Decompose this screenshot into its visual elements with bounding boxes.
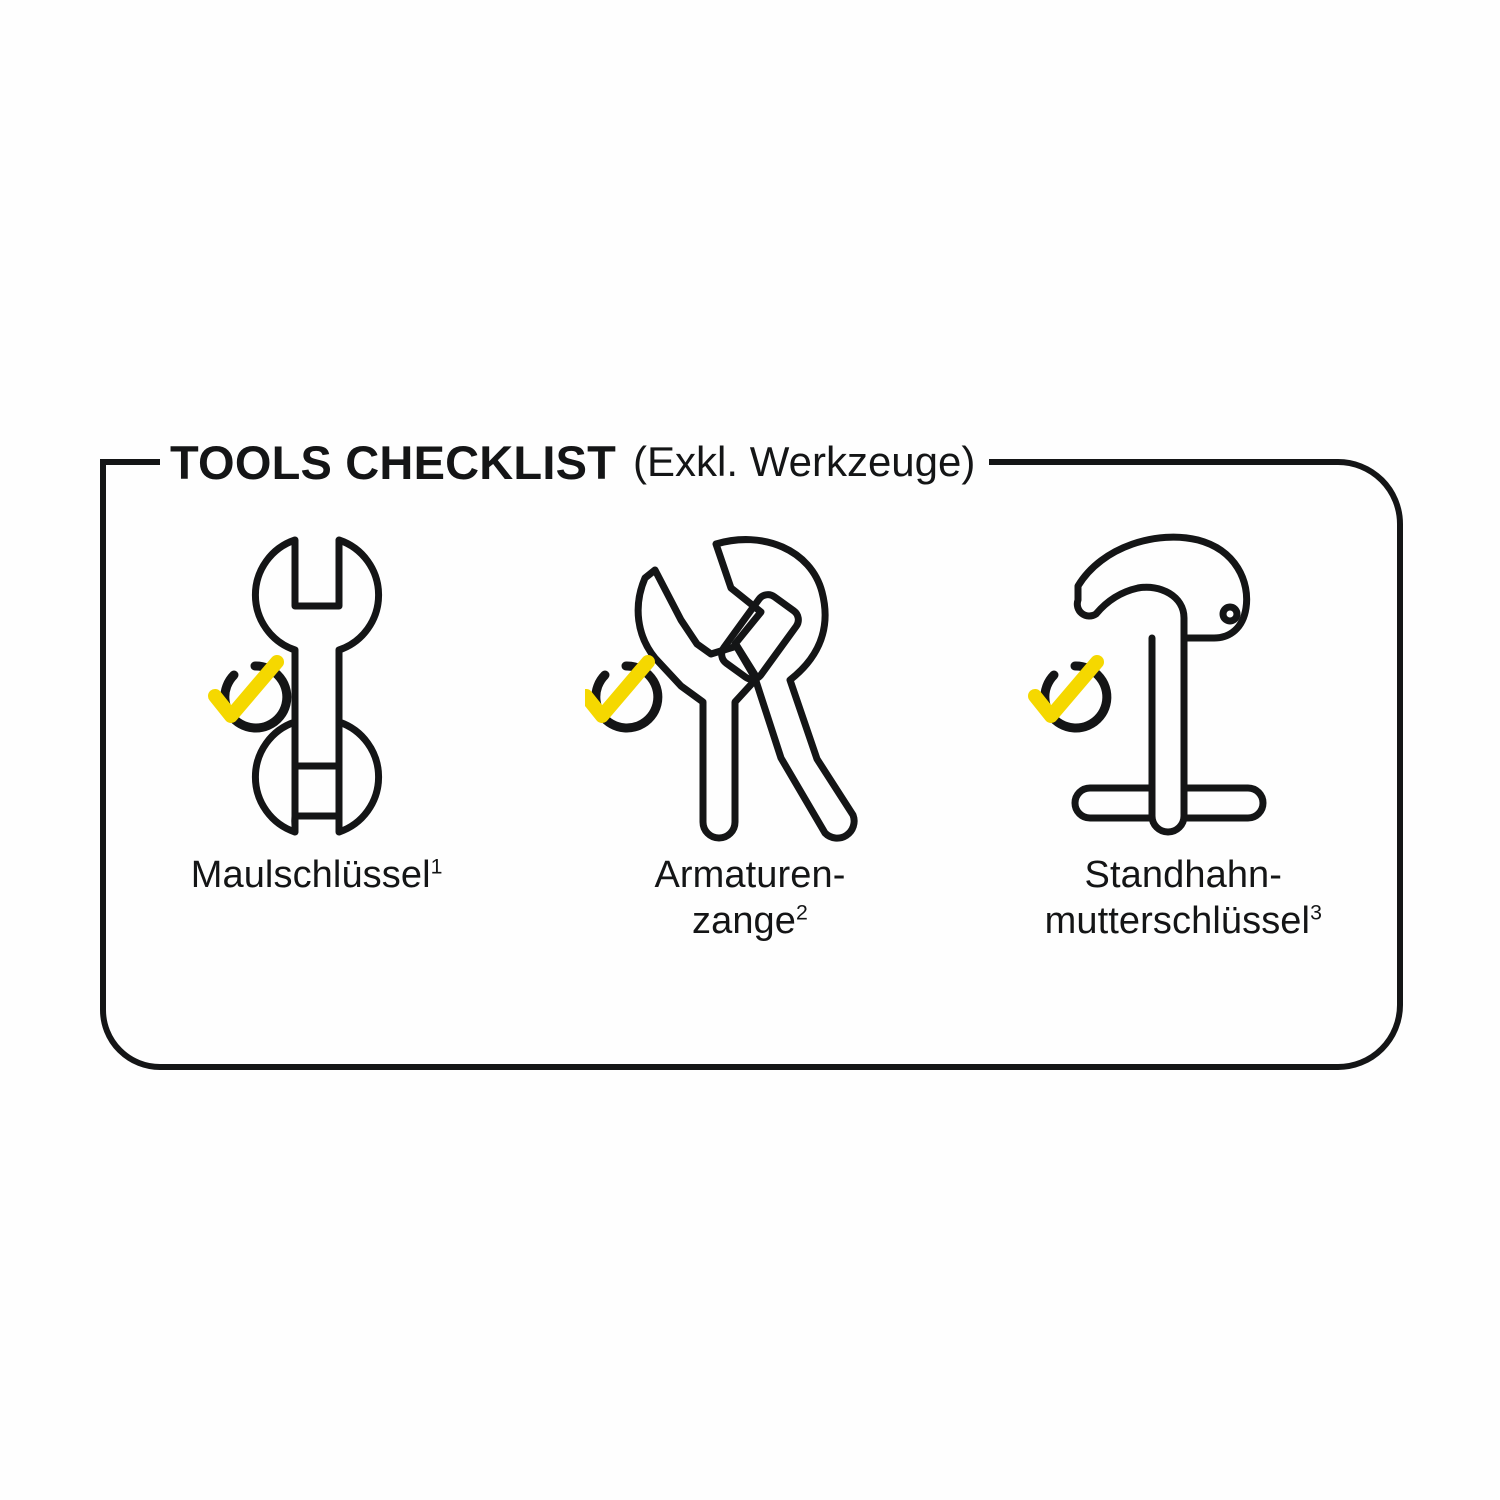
tool-footnote-marker: 3 — [1310, 900, 1323, 925]
tool-label-line1: Standhahn- — [1084, 854, 1283, 896]
open-end-wrench-bottom-icon — [251, 708, 382, 836]
panel-frame — [100, 459, 1403, 1070]
tool-artwork — [1018, 526, 1348, 846]
tool-footnote-marker: 2 — [796, 900, 808, 925]
panel-subtitle: (Exkl. Werkzeuge) — [633, 438, 976, 485]
basin-wrench-icon — [1071, 533, 1267, 836]
check-circle-icon[interactable] — [584, 526, 915, 846]
tool-label-line1: Maulschlüssel — [190, 854, 431, 896]
tool-item-maulschluessel[interactable]: Maulschlüssel1 — [127, 526, 507, 898]
tool-label-line2: mutterschlüssel — [1044, 900, 1311, 943]
panel-title-row: TOOLS CHECKLIST (Exkl. Werkzeuge) — [160, 426, 990, 498]
tools-checklist-panel: TOOLS CHECKLIST (Exkl. Werkzeuge) — [100, 426, 1403, 1070]
tool-item-armaturenzange[interactable]: Armaturen- zange2 — [560, 526, 940, 945]
check-circle-icon[interactable] — [1018, 526, 1348, 846]
tool-artwork — [152, 526, 482, 846]
open-end-wrench-icon — [251, 536, 382, 820]
tool-artwork — [584, 526, 915, 846]
tool-label: Standhahn- mutterschlüssel3 — [1045, 852, 1322, 945]
panel-title: TOOLS CHECKLIST — [170, 435, 617, 489]
tool-label: Maulschlüssel1 — [191, 852, 443, 898]
tool-item-standhahnmutterschluessel[interactable]: Standhahn- mutterschlüssel3 — [993, 526, 1373, 945]
check-circle-icon[interactable] — [152, 526, 482, 846]
tool-footnote-marker: 1 — [430, 854, 443, 879]
water-pump-pliers-icon — [634, 536, 858, 842]
tool-label-line1: Armaturen- — [654, 854, 846, 896]
tools-list: Maulschlüssel1 — [100, 526, 1400, 1046]
tool-label: Armaturen- zange2 — [654, 852, 845, 945]
tool-label-line2: zange — [691, 900, 797, 943]
